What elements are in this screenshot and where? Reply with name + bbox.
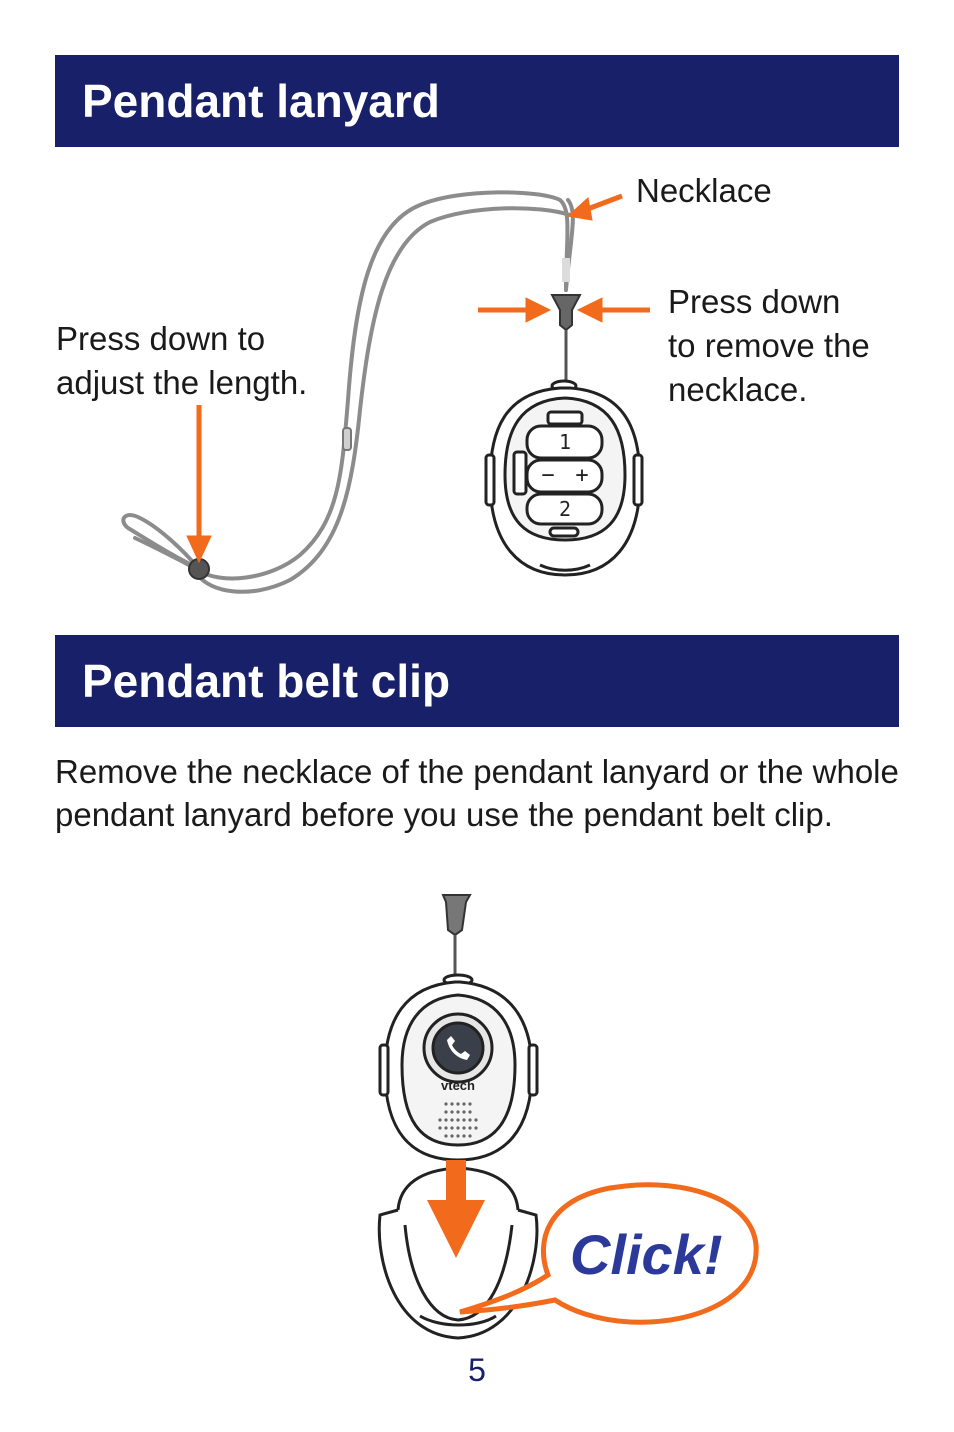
section-title: Pendant belt clip (82, 655, 451, 707)
section-title: Pendant lanyard (82, 75, 440, 127)
belt-clip-figure: vtech (377, 894, 759, 1340)
page-number: 5 (468, 1352, 486, 1388)
section-banner-lanyard: Pendant lanyard (55, 55, 899, 147)
arrow-icon (427, 1160, 485, 1258)
release-label-line2: to remove the (668, 327, 870, 364)
release-clip (550, 294, 582, 332)
brand-text: vtech (441, 1078, 475, 1093)
speaker-grille (438, 1102, 478, 1138)
release-label-line1: Press down (668, 283, 841, 320)
belt-clip-instruction: Remove the necklace of the pendant lanya… (55, 753, 899, 833)
cord-tip (562, 258, 570, 282)
adjust-label-line1: Press down to (56, 320, 266, 357)
adjust-label-line2: adjust the length. (56, 364, 308, 401)
release-clip (441, 894, 472, 978)
click-callout-bubble (459, 1182, 759, 1325)
necklace-label: Necklace (636, 172, 772, 209)
svg-text:+: + (575, 463, 588, 488)
lanyard-figure: 1 − + 2 (121, 190, 650, 594)
release-label-line3: necklace. (668, 371, 808, 408)
svg-text:−: − (541, 463, 554, 488)
section-banner-belt-clip: Pendant belt clip (55, 635, 899, 727)
svg-text:2: 2 (559, 497, 571, 521)
cord-connector (342, 427, 352, 451)
click-callout-text: Click! (570, 1223, 723, 1286)
svg-text:1: 1 (559, 430, 571, 454)
pendant-device (378, 973, 539, 1162)
arrow-icon (186, 193, 650, 564)
pendant-device (484, 379, 644, 577)
phone-icon (447, 1036, 470, 1060)
